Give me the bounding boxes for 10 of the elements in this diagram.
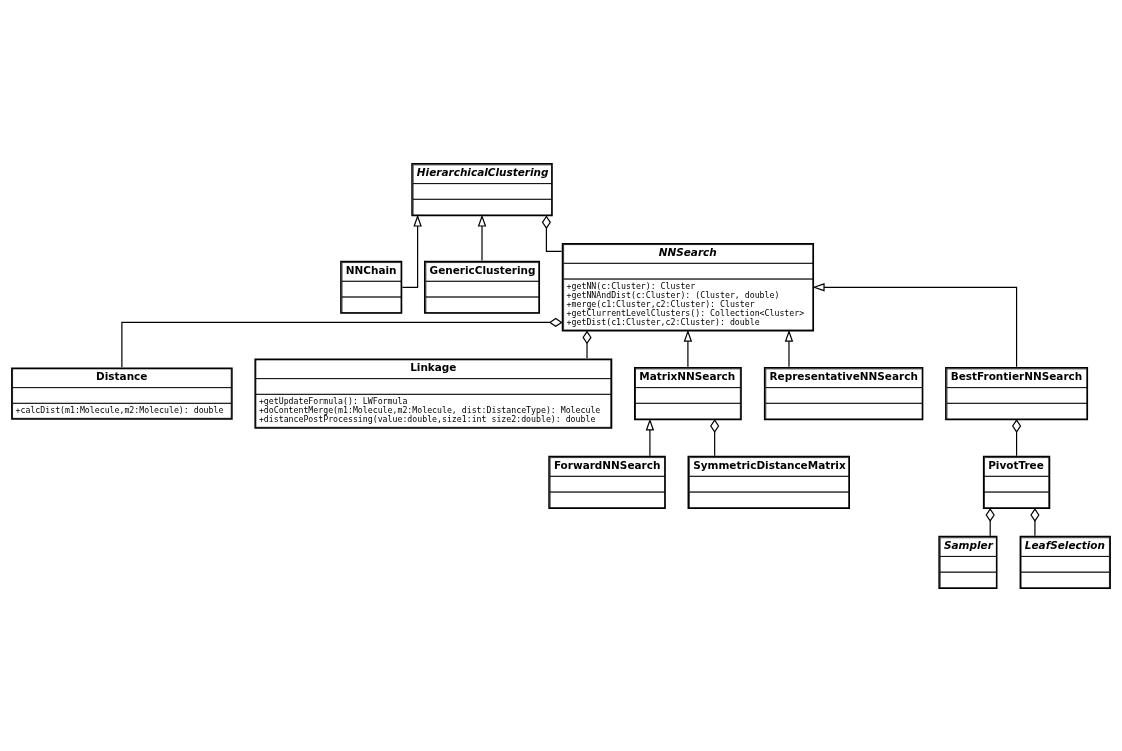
connector [710, 418, 720, 456]
arrow [683, 329, 693, 367]
connector [1011, 418, 1022, 456]
connector [582, 330, 592, 359]
connector [121, 317, 563, 368]
connector [1030, 507, 1040, 536]
arrow [645, 417, 655, 456]
arrow [784, 329, 794, 367]
arrow [812, 282, 1018, 367]
arrow [477, 213, 487, 261]
